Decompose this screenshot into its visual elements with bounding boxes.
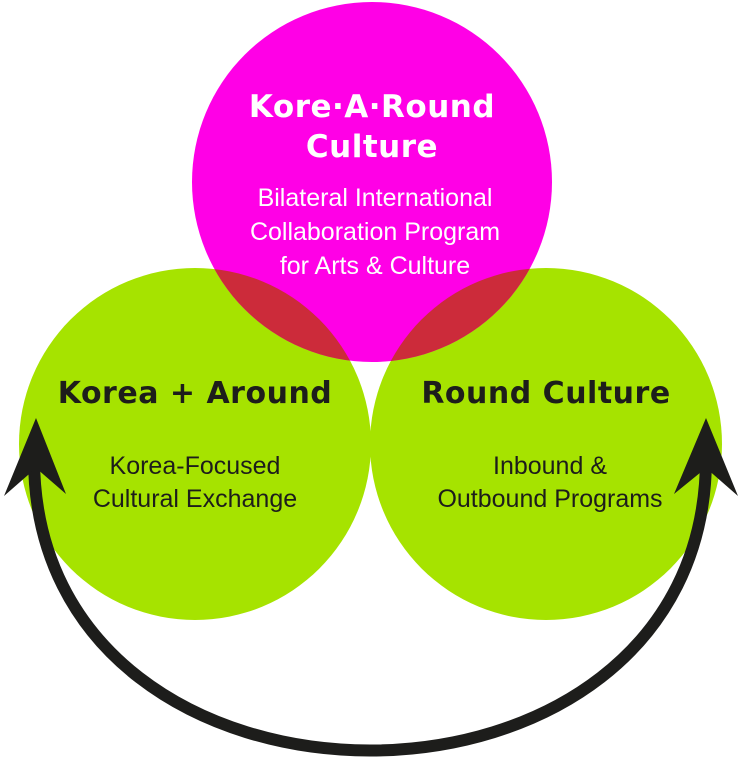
arrow-head-left-icon [4, 418, 66, 496]
curved-arrow-body [28, 457, 712, 757]
left-circle [19, 268, 371, 620]
right-circle [370, 268, 722, 620]
left-circle-subtitle-line1: Korea-Focused [110, 452, 281, 480]
top-circle-title-line2: Culture [306, 129, 438, 165]
right-circle-title: Round Culture [421, 376, 670, 411]
top-circle [192, 2, 552, 362]
top-circle-subtitle-line1: Bilateral International [258, 184, 493, 212]
top-circle-subtitle-line2: Collaboration Program [250, 218, 500, 246]
left-circle-title: Korea + Around [58, 376, 333, 411]
arrow-head-right-icon [674, 418, 738, 496]
left-circle-subtitle-line2: Cultural Exchange [93, 485, 297, 513]
right-circle-subtitle-line1: Inbound & [493, 452, 607, 480]
right-circle-subtitle-line2: Outbound Programs [437, 485, 662, 513]
top-circle-subtitle-line3: for Arts & Culture [280, 252, 470, 280]
top-circle-title-line1: Kore·A·Round [249, 89, 495, 125]
